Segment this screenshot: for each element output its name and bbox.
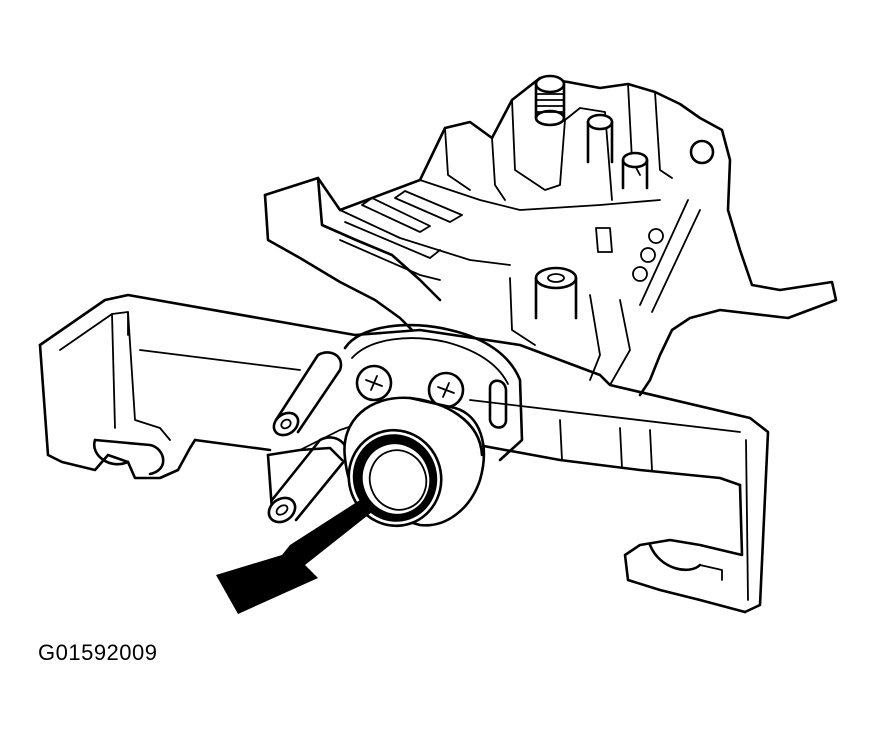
indicator-arrow [216,500,372,614]
mounting-plate [266,323,524,524]
bracket-assembly [263,74,838,397]
bushing-ring [343,396,486,528]
figure-code: G01592009 [38,640,158,665]
lower-bracket [38,293,770,614]
